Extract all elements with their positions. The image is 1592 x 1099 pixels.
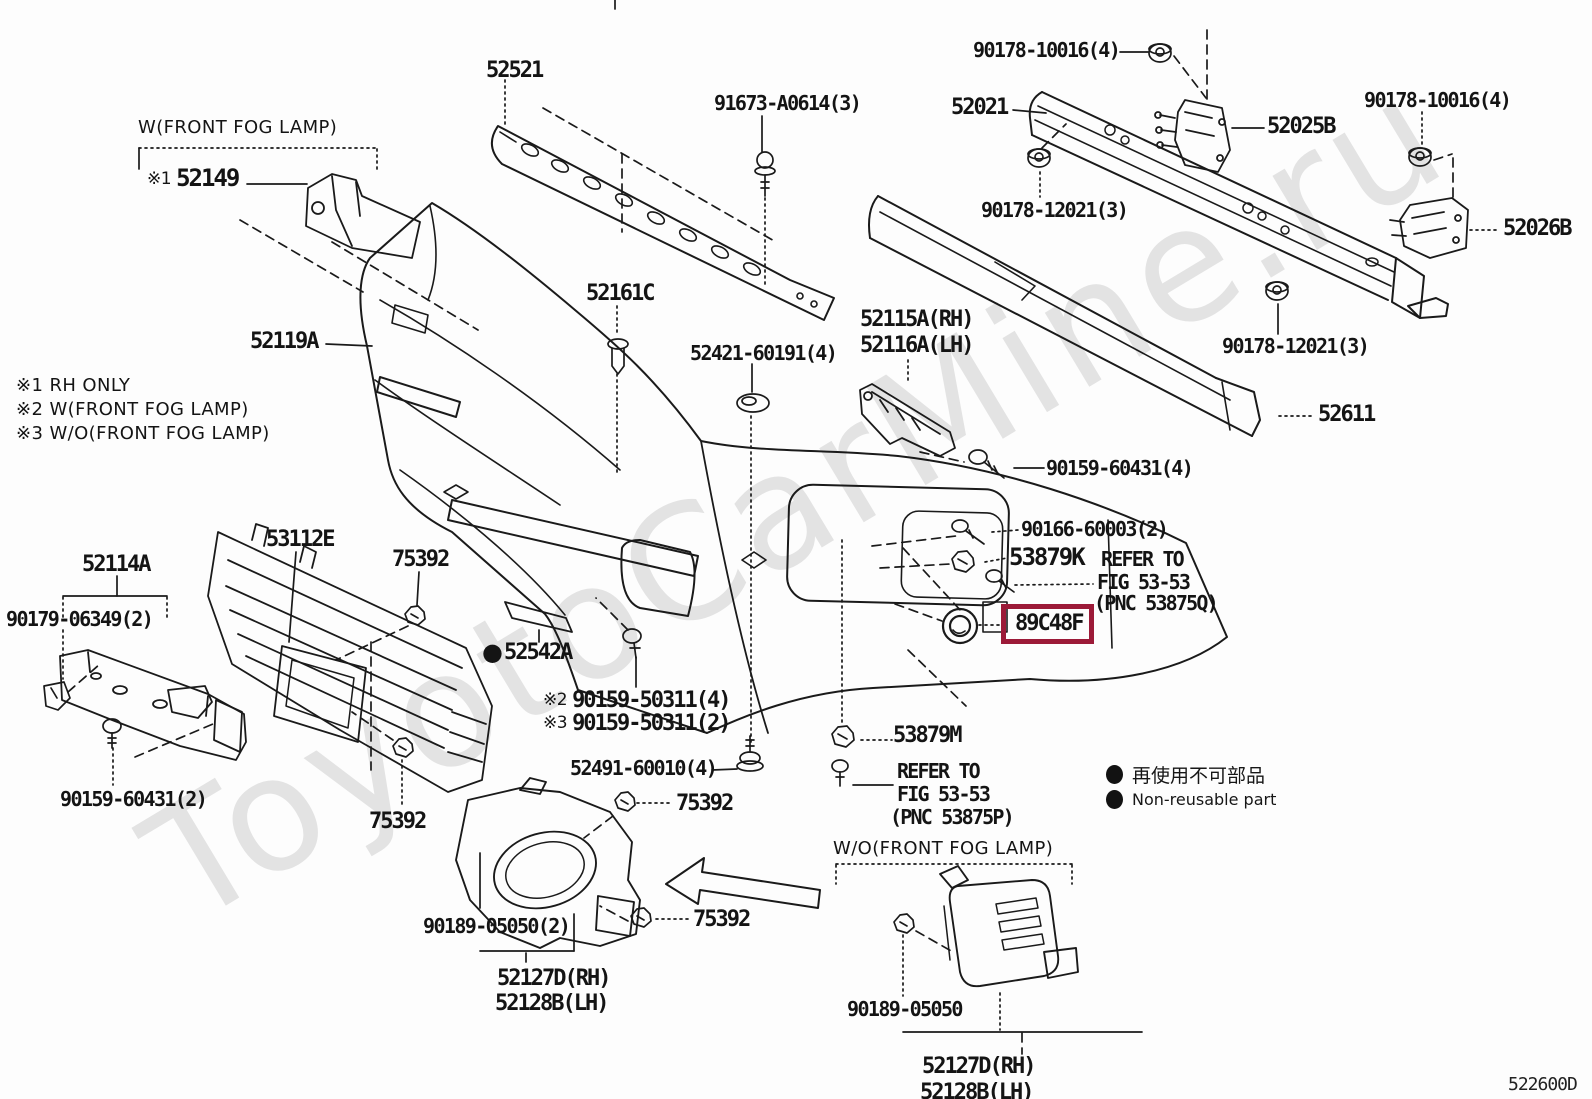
part-label-52521[interactable]: 52521 <box>486 58 544 83</box>
group-label-with-fog: W(FRONT FOG LAMP) <box>138 117 338 138</box>
part-label-90166-60003[interactable]: 90166-60003(2) <box>1021 517 1169 541</box>
construction-dashes <box>67 0 1454 1055</box>
legend-non-reusable-jp: 再使用不可部品 <box>1106 761 1265 788</box>
bracket-52114a-sketch <box>59 649 247 761</box>
part-label-52611[interactable]: 52611 <box>1318 402 1376 427</box>
pnc-ref-53879m: (PNC 53875P) <box>890 805 1015 829</box>
bracket-52026b-sketch <box>1389 197 1469 259</box>
part-label-52421-60191[interactable]: 52421-60191(4) <box>690 341 838 365</box>
pnc-ref-53879k: (PNC 53875Q) <box>1094 591 1219 615</box>
refer-to-53879m: REFER TO <box>897 759 981 783</box>
part-label-89c48f: 89C48F <box>1015 611 1084 636</box>
legend-bullet-icon <box>1106 765 1123 784</box>
part-label-90178-10016-a[interactable]: 90178-10016(4) <box>973 38 1121 62</box>
ref-mark-3: ※3 <box>543 713 568 733</box>
leader-lines <box>62 51 1279 1033</box>
diagram-code: 522600D <box>1508 1074 1578 1095</box>
part-label-52128b-left[interactable]: 52128B(LH) <box>495 991 609 1016</box>
part-label-52127d-right[interactable]: 52127D(RH) <box>922 1054 1036 1079</box>
part-label-53112e[interactable]: 53112E <box>266 527 335 552</box>
fig-ref-53879k: FIG 53-53 <box>1097 570 1191 594</box>
part-label-90189-05050-2[interactable]: 90189-05050(2) <box>423 914 571 938</box>
fastener-grommet-89c48f <box>941 607 979 645</box>
part-label-53879k[interactable]: 53879K <box>1009 543 1086 571</box>
note-without-fog: ※3 W/O(FRONT FOG LAMP) <box>16 423 270 444</box>
fastener-bolt-91673 <box>754 151 776 197</box>
part-label-75392-c[interactable]: 75392 <box>676 791 734 816</box>
part-label-52161c[interactable]: 52161C <box>586 281 655 306</box>
ref-mark-2: ※2 <box>543 690 568 710</box>
legend-bullet-icon <box>1106 790 1123 809</box>
bracket-52149-sketch <box>305 173 421 259</box>
part-label-91673-a0614[interactable]: 91673-A0614(3) <box>714 91 862 115</box>
fastener-nuts-90178 <box>1027 43 1432 301</box>
group-label-without-fog: W/O(FRONT FOG LAMP) <box>833 838 1054 859</box>
refer-to-53879k: REFER TO <box>1101 547 1185 571</box>
part-label-90159-60431-2[interactable]: 90159-60431(2) <box>60 787 208 811</box>
part-label-52491-60010[interactable]: 52491-60010(4) <box>570 756 718 780</box>
bumper-cover-sketch <box>359 202 1228 734</box>
fig-ref-53879m: FIG 53-53 <box>897 782 991 806</box>
legend-non-reusable-en: Non-reusable part <box>1106 790 1276 809</box>
leader-lines-dotted <box>62 79 1501 1031</box>
part-label-52119a[interactable]: 52119A <box>250 329 319 354</box>
part-label-52114a[interactable]: 52114A <box>82 552 151 577</box>
reinforcement-52021-sketch <box>1028 91 1449 319</box>
part-label-52116a[interactable]: 52116A(LH) <box>860 333 974 358</box>
bracket-52025b-sketch <box>1154 99 1231 173</box>
direction-arrow <box>665 857 821 909</box>
part-label-52115a[interactable]: 52115A(RH) <box>860 307 974 332</box>
note-rh-only: ※1 RH ONLY <box>16 375 131 396</box>
non-reusable-bullet: ● <box>482 638 503 666</box>
fastener-pad-52421 <box>736 393 770 413</box>
grille-53112e-sketch <box>207 523 493 793</box>
fastener-bolt-52491 <box>736 735 764 772</box>
support-52115a-sketch <box>859 383 956 457</box>
part-label-90178-12021-a[interactable]: 90178-12021(3) <box>981 198 1129 222</box>
fastener-screws <box>102 449 1015 787</box>
part-label-52025b[interactable]: 52025B <box>1267 114 1336 139</box>
part-label-52026b[interactable]: 52026B <box>1503 216 1572 241</box>
ref-mark-1: ※1 <box>147 169 172 189</box>
fog-cover-left-sketch <box>455 777 641 949</box>
pad-52542a-sketch <box>504 601 573 633</box>
part-label-75392-a[interactable]: 75392 <box>392 547 450 572</box>
part-label-52542a[interactable]: ●52542A <box>482 638 573 666</box>
part-label-75392-d[interactable]: 75392 <box>693 907 751 932</box>
part-label-90189-05050[interactable]: 90189-05050 <box>847 997 963 1021</box>
fog-cover-right-sketch <box>939 865 1079 988</box>
part-label-90159-60431-4[interactable]: 90159-60431(4) <box>1046 456 1194 480</box>
note-with-fog: ※2 W(FRONT FOG LAMP) <box>16 399 249 420</box>
part-label-52021[interactable]: 52021 <box>951 95 1009 120</box>
part-label-90178-10016-b[interactable]: 90178-10016(4) <box>1364 88 1512 112</box>
part-label-52127d-left[interactable]: 52127D(RH) <box>497 966 611 991</box>
part-label-90179-06349[interactable]: 90179-06349(2) <box>6 607 154 631</box>
part-label-53879m[interactable]: 53879M <box>893 723 962 748</box>
part-label-90178-12021-b[interactable]: 90178-12021(3) <box>1222 334 1370 358</box>
absorber-52611-sketch <box>868 195 1261 437</box>
part-label-52128b-right[interactable]: 52128B(LH) <box>920 1080 1034 1099</box>
fastener-clips <box>43 550 975 934</box>
retainer-52521-sketch <box>491 125 835 321</box>
fastener-rivet-52161c <box>607 338 629 375</box>
highlighted-part-89c48f[interactable]: 89C48F <box>1001 604 1095 644</box>
part-label-75392-b[interactable]: 75392 <box>369 809 427 834</box>
